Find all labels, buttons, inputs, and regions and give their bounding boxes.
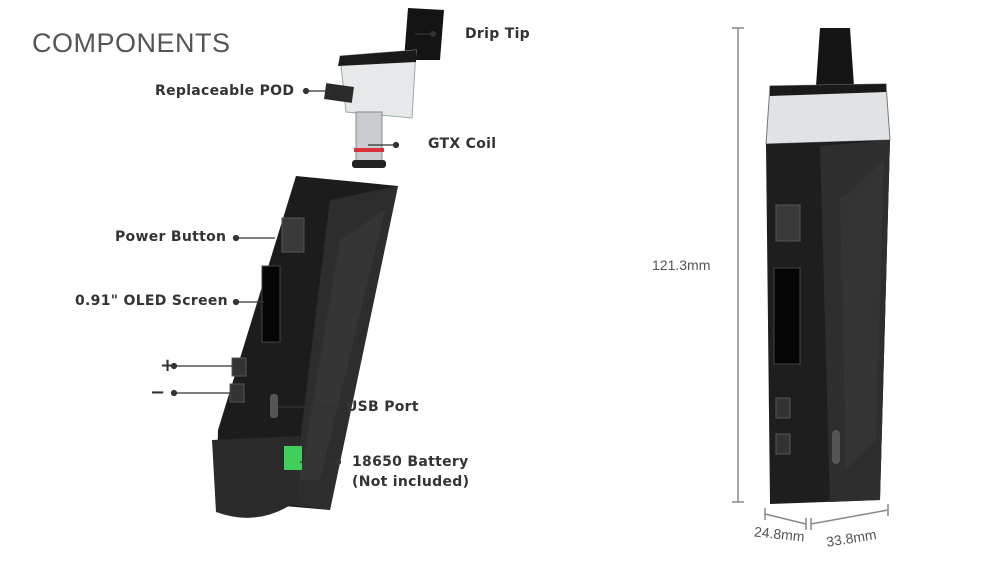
callout-drip-tip: Drip Tip	[465, 26, 530, 42]
callout-power-button: Power Button	[115, 229, 227, 245]
power-button	[281, 217, 305, 253]
callout-battery-note: (Not included)	[352, 474, 470, 490]
callout-lines	[170, 30, 437, 466]
dimension-lines	[732, 27, 889, 530]
callout-battery: 18650 Battery	[352, 454, 469, 470]
exploded-device	[212, 8, 444, 518]
oled-screen	[261, 265, 281, 343]
callout-usb-port: USB Port	[346, 399, 419, 415]
callout-minus-button: −	[150, 382, 166, 403]
height-dimension: 121.3mm	[652, 257, 711, 273]
gtx-coil	[355, 111, 383, 163]
callout-oled-screen: 0.91" OLED Screen	[75, 293, 228, 309]
battery-door	[212, 436, 300, 518]
callout-plus-button: +	[160, 355, 176, 376]
assembled-device	[765, 28, 891, 504]
callout-gtx-coil: GTX Coil	[428, 136, 497, 152]
callout-replaceable-pod: Replaceable POD	[155, 83, 295, 99]
usb-port	[270, 394, 278, 418]
page-title: COMPONENTS	[32, 28, 231, 58]
